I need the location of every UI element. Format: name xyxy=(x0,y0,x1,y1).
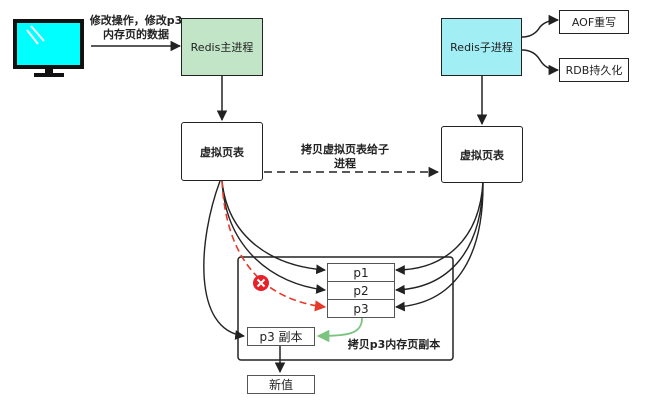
virtual-page-table-child: 虚拟页表 xyxy=(441,126,523,183)
error-x-icon xyxy=(253,275,269,291)
arrow-left-vpt-to-p2 xyxy=(221,180,326,294)
modify-label: 修改操作，修改p3 内存页的数据 xyxy=(86,14,186,42)
arrow-p3-copy-green xyxy=(316,317,363,343)
arrow-right-vpt-to-p3 xyxy=(395,180,484,312)
arrow-right-vpt-to-p2 xyxy=(395,180,484,295)
page-p2: p2 xyxy=(327,281,395,300)
rdb-persist-node: RDB持久化 xyxy=(559,58,629,82)
arrow-left-vpt-to-p3-broken xyxy=(221,180,327,312)
modify-label-line2: 内存页的数据 xyxy=(103,28,169,41)
copy-vpt-label-line1: 拷贝虚拟页表给子 xyxy=(301,143,389,156)
page-p3: p3 xyxy=(327,299,395,318)
page-p3-copy: p3 副本 xyxy=(247,327,315,346)
page-group-frame xyxy=(237,256,454,361)
copy-vpt-label-line2: 进程 xyxy=(334,157,356,170)
arrow-child-to-rdb xyxy=(521,49,560,76)
arrow-left-vpt-to-p1 xyxy=(221,180,326,275)
monitor-icon xyxy=(13,19,84,77)
arrow-left-vpt-to-p3-copy xyxy=(203,180,245,340)
redis-child-process: Redis子进程 xyxy=(441,18,522,76)
new-value-node: 新值 xyxy=(247,375,315,394)
aof-rewrite-node: AOF重写 xyxy=(559,10,629,34)
modify-label-line1: 修改操作，修改p3 xyxy=(89,14,183,27)
virtual-page-table-main: 虚拟页表 xyxy=(181,122,263,181)
arrow-right-vpt-to-p1 xyxy=(395,180,484,275)
page-p1: p1 xyxy=(327,263,395,282)
copy-p3-label: 拷贝p3内存页副本 xyxy=(347,338,441,351)
copy-vpt-label: 拷贝虚拟页表给子 进程 xyxy=(296,143,394,171)
redis-main-process: Redis主进程 xyxy=(181,18,263,76)
arrow-child-to-aof xyxy=(521,14,560,38)
